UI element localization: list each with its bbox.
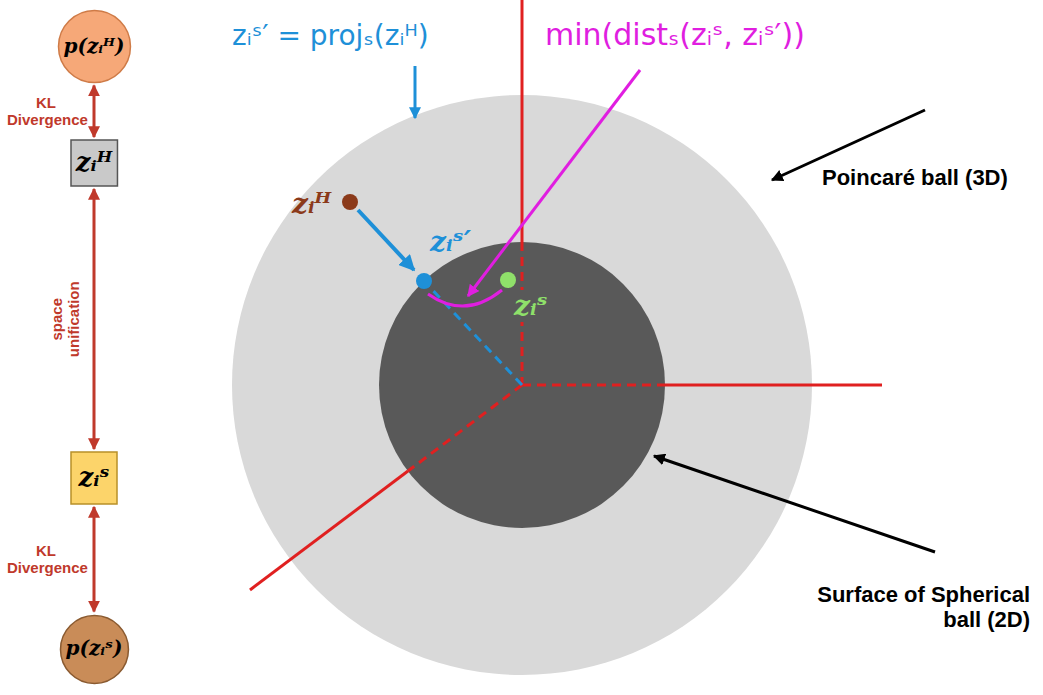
box-shape: [71, 452, 117, 504]
circle-shape: [60, 615, 128, 683]
point-label: zᵢˢ: [512, 290, 550, 322]
axis-dashed: [522, 384, 665, 387]
projection-ray: [424, 281, 522, 385]
latent-box: zᵢᴴ: [70, 139, 118, 187]
spherical-point: [500, 272, 516, 288]
point-label: zᵢᴴ: [292, 188, 331, 220]
region-label: Surface of Spherical ball (2D): [815, 582, 1030, 633]
leader-arrow: [654, 456, 935, 552]
region-label: Poincaré ball (3D): [822, 165, 1008, 190]
projection-arrow: [358, 210, 414, 270]
prior-circle: p(zᵢˢ): [59, 614, 130, 685]
axis-line: [521, 0, 524, 242]
axis-line: [250, 471, 408, 590]
box-shape: [71, 140, 117, 186]
distance-pointer: [468, 70, 640, 296]
axis-line: [665, 384, 882, 387]
prior-circle: p(zᵢᴴ): [57, 9, 132, 84]
edge-label: KL Divergence: [7, 542, 85, 577]
geodesic-arc: [428, 290, 502, 306]
edge-label: KL Divergence: [7, 94, 85, 129]
projected-point: [416, 273, 432, 289]
sphere-surface: [379, 242, 665, 528]
double-arrow: [93, 85, 96, 137]
distance-formula: min(distₛ(zᵢˢ, zᵢˢ′)): [545, 18, 805, 53]
point-label: zᵢˢ′: [430, 226, 471, 258]
hyperbolic-point: [342, 194, 358, 210]
circle-shape: [58, 10, 130, 82]
double-arrow: [93, 189, 96, 449]
pointer-arrow: [414, 66, 417, 118]
math-symbol: p(zᵢˢ): [66, 637, 123, 660]
math-symbol: p(zᵢᴴ): [64, 35, 125, 58]
axis-dashed: [408, 385, 522, 471]
double-arrow: [92, 507, 95, 612]
projection-formula: zᵢˢ′ = projₛ(zᵢᴴ): [232, 20, 429, 52]
math-symbol: zᵢˢ: [78, 463, 109, 493]
latent-box: zᵢˢ: [70, 451, 118, 505]
edge-label: space unification: [47, 269, 82, 369]
math-symbol: zᵢᴴ: [76, 148, 112, 178]
